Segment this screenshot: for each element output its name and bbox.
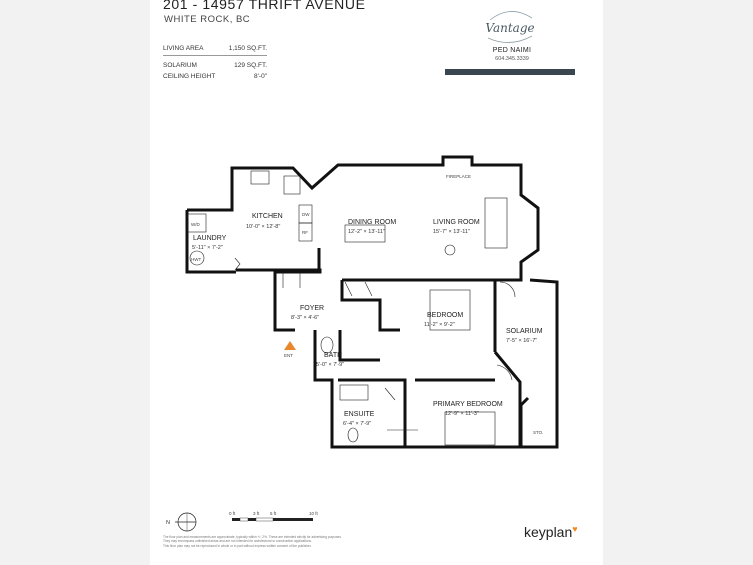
room-label-living: LIVING ROOM (433, 219, 480, 226)
heart-icon: ♥ (572, 524, 578, 534)
room-label-bedroom: BEDROOM (427, 312, 463, 319)
wall-laundry-south (185, 210, 236, 274)
primary-bed (444, 411, 496, 446)
spec-label: CEILING HEIGHT (163, 73, 216, 80)
keyplan-logo: keyplan♥ (524, 524, 578, 540)
spec-value: 8'-0" (254, 73, 267, 80)
vantage-logo: Vantage (485, 11, 535, 43)
floor-plan: KITCHEN 10'-0" × 12'-8" LAUNDRY 5'-11" ×… (166, 155, 559, 532)
door-swing (499, 281, 516, 298)
room-label-laundry: LAUNDRY (193, 235, 227, 242)
north-arrow: N (166, 512, 197, 532)
scale-tick-label: 5 ft (270, 511, 277, 516)
disclaimer-line: The floor plan and measurements are appr… (163, 535, 342, 539)
floorplan-sheet: 201 - 14957 THRIFT AVENUE WHITE ROCK, BC… (150, 0, 603, 565)
brand-bar (445, 69, 575, 75)
wall-bedroom-north (342, 278, 497, 352)
disclaimer: The floor plan and measurements are appr… (163, 535, 463, 548)
spec-label: LIVING AREA (163, 45, 204, 52)
living-table (444, 244, 456, 256)
wall-ensuite (338, 378, 407, 447)
wall-bedroom-west (340, 280, 400, 332)
scale-bar: 0 ft 3 ft 5 ft 10 ft (229, 511, 319, 522)
room-dims-kitchen: 10'-0" × 12'-8" (246, 224, 280, 230)
spec-divider (163, 55, 267, 56)
room-dims-dining: 12'-2" × 13'-11" (348, 229, 385, 235)
dining-table (344, 224, 386, 243)
sink (283, 175, 301, 195)
scale-tick-label: 3 ft (253, 511, 260, 516)
agent-name: PED NAIMI (492, 47, 532, 54)
entry-label: ENT (284, 353, 293, 358)
scale-tick-label: 0 ft (229, 511, 236, 516)
room-label-foyer: FOYER (300, 305, 324, 312)
keyplan-wordmark: keyplan (524, 524, 573, 540)
toilet (320, 336, 334, 354)
room-label-ensuite: ENSUITE (344, 411, 375, 418)
sofa (484, 197, 508, 249)
room-dims-bedroom: 11'-2" × 9'-2" (424, 322, 455, 328)
wall-foyer (236, 268, 322, 332)
property-title: 201 - 14957 THRIFT AVENUE (163, 0, 366, 12)
interior-fixtures (187, 170, 516, 446)
washer-dryer (187, 213, 207, 233)
door-swing (496, 364, 513, 381)
disclaimer-line: They may encompass unfinished areas and … (163, 539, 312, 544)
refrigerator (298, 222, 313, 242)
room-dims-foyer: 8'-3" × 4'-6" (291, 315, 319, 321)
stove (250, 170, 270, 185)
vanity (339, 384, 369, 401)
closet-doors (282, 272, 301, 288)
spec-label: SOLARIUM (163, 62, 197, 69)
property-location: WHITE ROCK, BC (164, 14, 251, 25)
wall-solarium (519, 278, 559, 449)
rf-label: RF (302, 230, 308, 235)
closet-doors (344, 281, 373, 297)
spec-value: 129 SQ.FT. (234, 62, 267, 69)
room-dims-living: 15'-7" × 13'-11" (433, 229, 470, 235)
room-label-kitchen: KITCHEN (252, 213, 283, 220)
fireplace-label: FIREPLACE (446, 174, 471, 179)
room-dims-solarium: 7'-5" × 16'-7" (506, 338, 537, 344)
room-label-bath: BATH (324, 352, 342, 359)
entry-marker (284, 341, 296, 350)
storage-label: STO. (533, 430, 543, 435)
room-label-primary-bedroom: PRIMARY BEDROOM (433, 401, 503, 408)
exterior-walls (185, 155, 559, 449)
ensuite-toilet (347, 427, 359, 443)
wall-bath (338, 330, 380, 362)
svg-text:Vantage: Vantage (485, 21, 534, 35)
room-dims-primary-bedroom: 12'-9" × 11'-3" (445, 411, 479, 417)
wd-label: W/D (191, 222, 200, 227)
north-label: N (166, 520, 170, 526)
room-label-solarium: SOLARIUM (506, 328, 543, 335)
agent-phone: 604.345.3339 (495, 56, 529, 62)
room-label-dining: DINING ROOM (348, 219, 396, 226)
room-dims-laundry: 5'-11" × 7'-2" (192, 245, 223, 251)
door-swing (234, 257, 241, 271)
hwt-label: HWT (191, 257, 201, 262)
spec-value: 1,150 SQ.FT. (228, 45, 267, 52)
disclaimer-line: This floor plan may not be reproduced in… (163, 543, 312, 548)
water-heater (189, 250, 205, 266)
wall-south (313, 330, 522, 449)
bed (429, 289, 471, 331)
dw-label: DW (302, 212, 310, 217)
wall-north (187, 155, 540, 282)
room-dims-bath: 5'-0" × 7'-9" (316, 362, 344, 368)
scale-tick-label: 10 ft (309, 511, 319, 516)
room-dims-ensuite: 6'-4" × 7'-9" (343, 421, 371, 427)
closet-doors (384, 387, 418, 431)
